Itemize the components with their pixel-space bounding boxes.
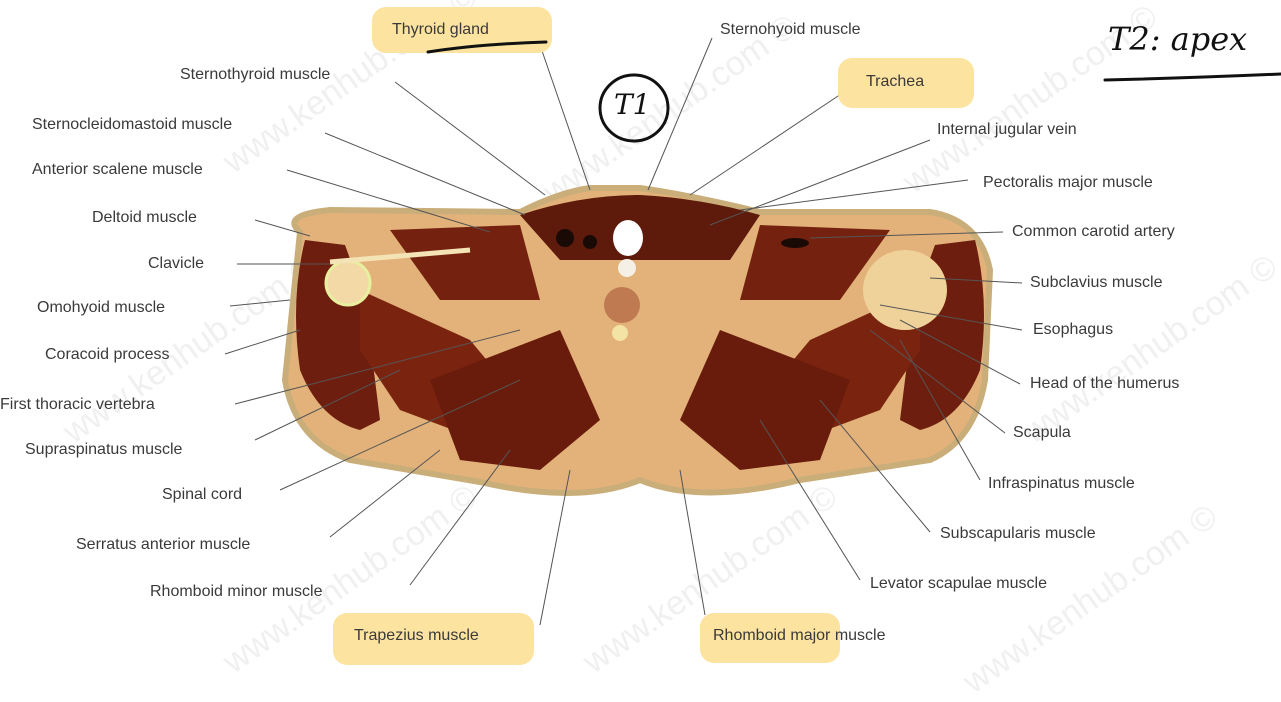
handwritten-t1: T1	[614, 88, 651, 121]
handwritten-t2-apex: T2: apex	[1108, 20, 1247, 58]
underline-apex	[1105, 74, 1281, 80]
underline-thyroid	[428, 42, 546, 52]
